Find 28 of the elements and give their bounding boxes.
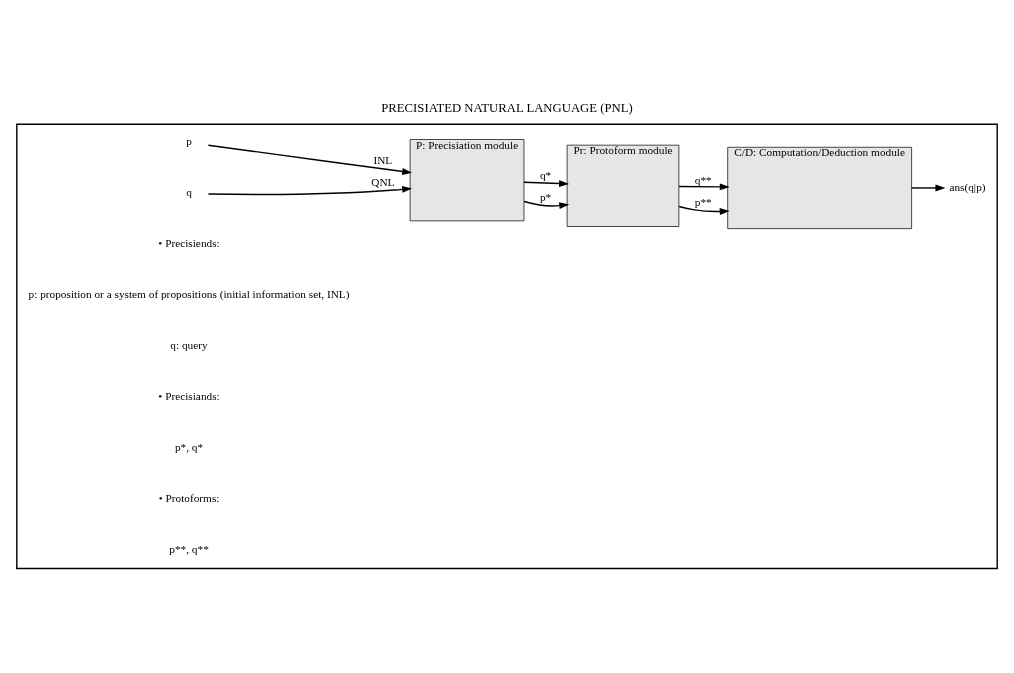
arrow	[523, 200, 570, 210]
node-box: P: Precisiation module	[409, 139, 525, 222]
label: • Precisiands:	[158, 390, 220, 403]
label: p*, q*	[174, 440, 204, 453]
edge-label: q*	[539, 169, 552, 182]
label: • Precisiends:	[158, 237, 220, 250]
node-text: q	[186, 186, 192, 199]
node-box: C/D: Computation/Deduction module	[727, 146, 912, 229]
label: • Protoforms:	[158, 491, 220, 504]
arrow	[910, 184, 946, 192]
arrow	[523, 180, 569, 187]
edge-label: INL	[373, 154, 393, 167]
cluster	[16, 123, 998, 570]
node-box: Pr: Protoform module	[566, 144, 680, 227]
label: p**, q**	[169, 542, 209, 555]
edge-label: p*	[539, 191, 552, 204]
node-text: ans(q|p)	[949, 180, 986, 193]
arrow	[678, 205, 730, 215]
node-text: p	[186, 135, 192, 148]
edge-label: QNL	[371, 176, 395, 189]
edge-label: p**	[694, 196, 712, 209]
arrow	[678, 183, 730, 191]
arrow	[207, 185, 413, 196]
label: q: query	[170, 339, 208, 352]
diagram-title: PRECISIATED NATURAL LANGUAGE (PNL)	[381, 100, 633, 115]
label: p: proposition or a system of propositions (initial information set, INL)	[28, 288, 350, 301]
edge-label: q**	[694, 173, 712, 186]
arrow	[207, 144, 413, 175]
